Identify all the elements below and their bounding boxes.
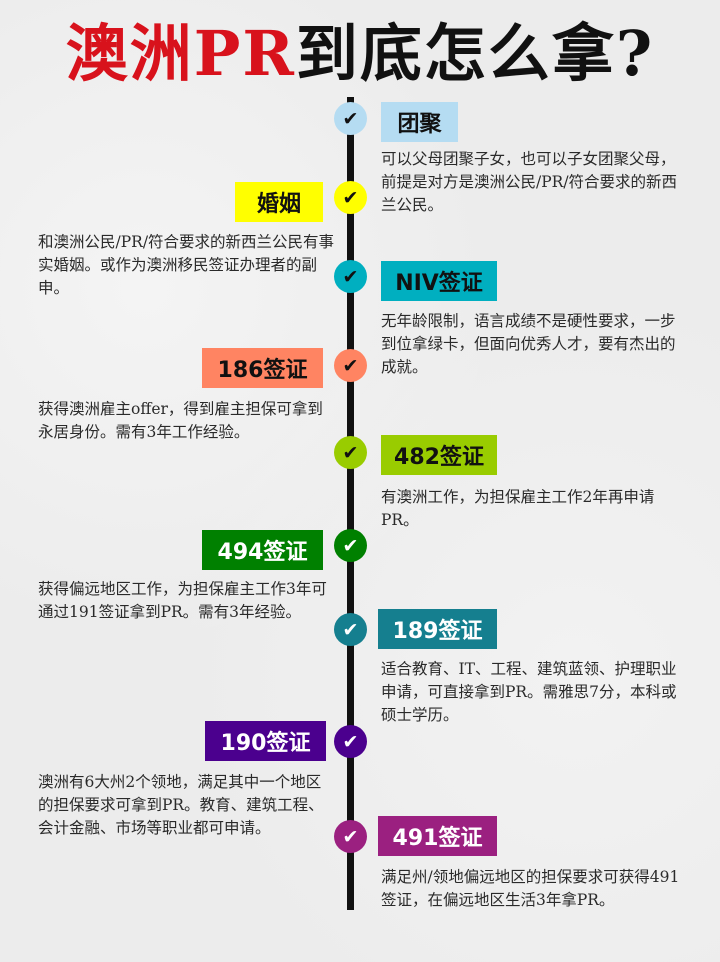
desc-186: 获得澳洲雇主offer，得到雇主担保可拿到永居身份。需有3年工作经验。 <box>38 400 323 441</box>
tag-niv: NIV签证 <box>381 261 497 301</box>
check-icon: ✔ <box>334 725 367 758</box>
check-icon: ✔ <box>334 102 367 135</box>
title-black: 到底怎么拿? <box>295 17 655 90</box>
tag-491: 491签证 <box>378 816 497 856</box>
desc-482: 有澳洲工作，为担保雇主工作2年再申请PR。 <box>381 488 655 529</box>
desc-190: 澳洲有6大州2个领地，满足其中一个地区的担保要求可拿到PR。教育、建筑工程、会计… <box>38 773 324 837</box>
check-icon: ✔ <box>334 613 367 646</box>
tag-marriage: 婚姻 <box>235 182 323 222</box>
tag-189: 189签证 <box>378 609 497 649</box>
page-title: 澳洲PR到底怎么拿? <box>0 14 720 94</box>
desc-494: 获得偏远地区工作，为担保雇主工作3年可通过191签证拿到PR。需有3年经验。 <box>38 580 327 621</box>
timeline-line <box>347 97 354 910</box>
check-icon: ✔ <box>334 820 367 853</box>
tag-reunion: 团聚 <box>381 102 458 142</box>
desc-niv: 无年龄限制，语言成绩不是硬性要求，一步到位拿绿卡，但面向优秀人才，要有杰出的成就… <box>381 312 676 376</box>
tag-190: 190签证 <box>205 721 326 761</box>
check-icon: ✔ <box>334 436 367 469</box>
tag-494: 494签证 <box>202 530 323 570</box>
desc-491: 满足州/领地偏远地区的担保要求可获得491签证，在偏远地区生活3年拿PR。 <box>381 868 680 909</box>
title-red: 澳洲PR <box>65 17 296 90</box>
tag-186: 186签证 <box>202 348 323 388</box>
tag-482: 482签证 <box>381 435 497 475</box>
check-icon: ✔ <box>334 529 367 562</box>
desc-marriage: 和澳洲公民/PR/符合要求的新西兰公民有事实婚姻。或作为澳洲移民签证办理者的副申… <box>38 233 335 297</box>
desc-189: 适合教育、IT、工程、建筑蓝领、护理职业申请，可直接拿到PR。需雅思7分，本科或… <box>381 660 677 724</box>
check-icon: ✔ <box>334 349 367 382</box>
desc-reunion: 可以父母团聚子女，也可以子女团聚父母，前提是对方是澳洲公民/PR/符合要求的新西… <box>381 150 678 214</box>
check-icon: ✔ <box>334 181 367 214</box>
check-icon: ✔ <box>334 260 367 293</box>
